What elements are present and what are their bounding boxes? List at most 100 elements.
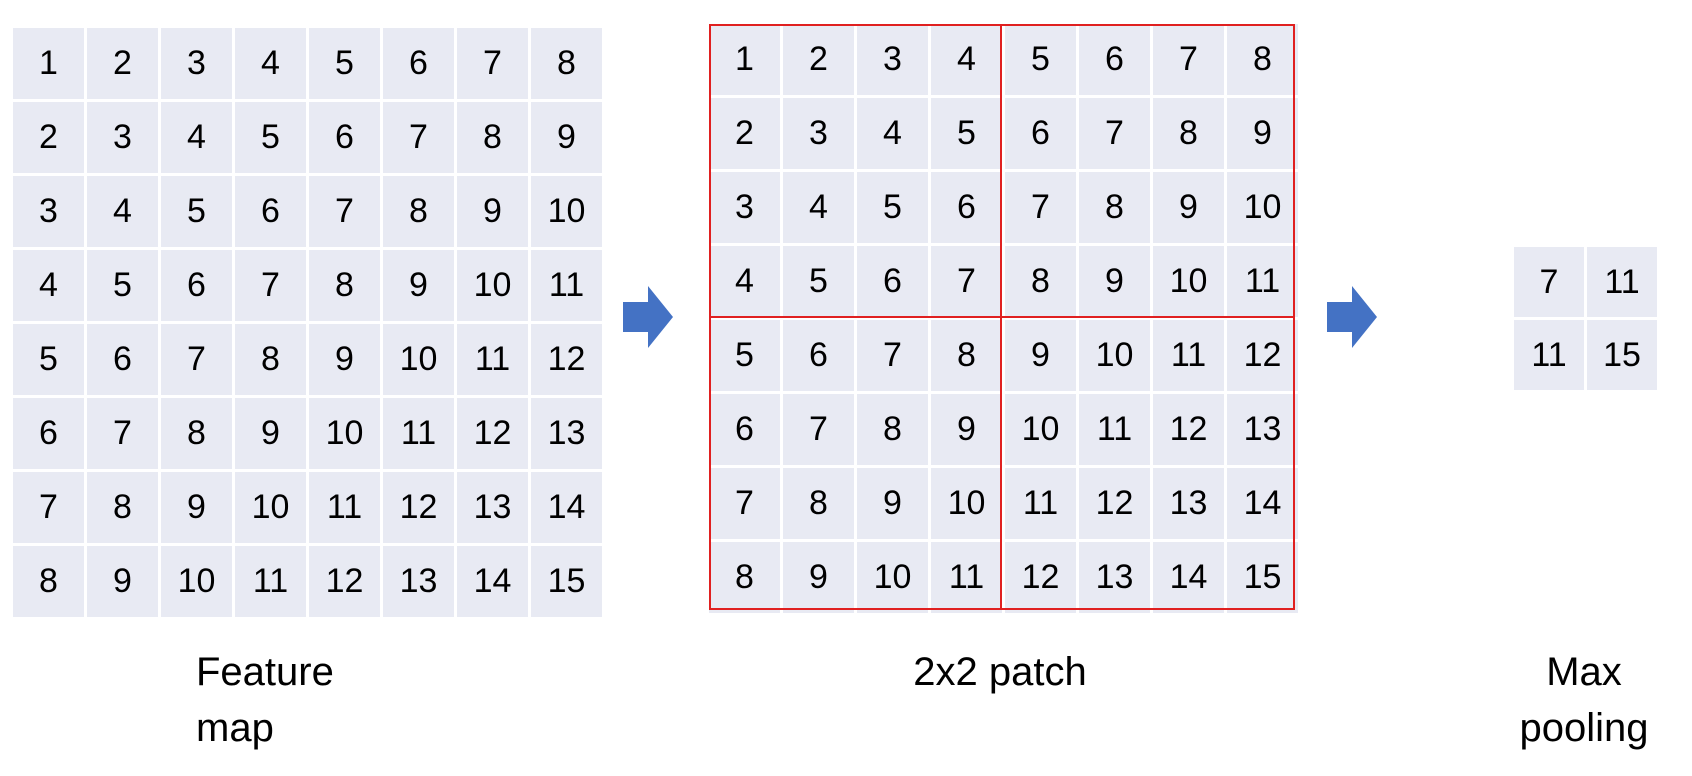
patch-cell: 9 [857,468,928,539]
feature-map-cell: 5 [161,176,232,247]
patch-cell: 7 [1153,24,1224,95]
feature-map-cell: 7 [13,472,84,543]
patch-cell: 3 [857,24,928,95]
feature-map-cell: 12 [309,546,380,617]
feature-map-cell: 7 [309,176,380,247]
patch-cell: 8 [1153,98,1224,169]
patch-cell: 3 [709,172,780,243]
patch-cell: 2 [709,98,780,169]
patch-cell: 12 [1079,468,1150,539]
feature-map-cell: 8 [383,176,454,247]
patch-cell: 8 [931,320,1002,391]
max-pooling-caption: Max pooling [1506,644,1662,756]
feature-map-cell: 2 [87,28,158,99]
feature-map-cell: 10 [235,472,306,543]
patch-cell: 2 [783,24,854,95]
feature-map-cell: 8 [457,102,528,173]
feature-map-cell: 9 [309,324,380,395]
max-pooling-cell: 11 [1587,247,1657,317]
feature-map-cell: 8 [235,324,306,395]
patch-cell: 10 [857,542,928,613]
feature-map-cell: 14 [531,472,602,543]
feature-map-cell: 6 [309,102,380,173]
patch-cell: 6 [1079,24,1150,95]
patch-cell: 10 [1227,172,1298,243]
feature-map-cell: 13 [457,472,528,543]
feature-map-cell: 12 [383,472,454,543]
patch-cell: 5 [783,246,854,317]
patch-cell: 10 [931,468,1002,539]
feature-map-cell: 10 [309,398,380,469]
patch-cell: 8 [1079,172,1150,243]
feature-map-cell: 9 [383,250,454,321]
feature-map-cell: 6 [13,398,84,469]
patch-cell: 8 [709,542,780,613]
patch-cell: 5 [709,320,780,391]
feature-map-cell: 7 [235,250,306,321]
patch-cell: 13 [1153,468,1224,539]
feature-map-cell: 8 [13,546,84,617]
patch-cell: 12 [1227,320,1298,391]
patch-cell: 15 [1227,542,1298,613]
feature-map-cell: 8 [531,28,602,99]
feature-map-cell: 9 [457,176,528,247]
patch-cell: 7 [783,394,854,465]
patch-cell: 6 [709,394,780,465]
feature-map-cell: 4 [87,176,158,247]
feature-map-caption-line2: map [196,706,274,750]
feature-map-cell: 2 [13,102,84,173]
feature-map-cell: 11 [309,472,380,543]
patch-cell: 7 [857,320,928,391]
patch-cell: 4 [783,172,854,243]
patch-cell: 9 [783,542,854,613]
patch-cell: 14 [1227,468,1298,539]
feature-map-cell: 8 [87,472,158,543]
feature-map-cell: 3 [161,28,232,99]
patch-cell: 8 [857,394,928,465]
feature-map-cell: 6 [383,28,454,99]
patch-cell: 4 [931,24,1002,95]
feature-map-cell: 7 [87,398,158,469]
patch-cell: 12 [1005,542,1076,613]
feature-map-cell: 4 [235,28,306,99]
feature-map-cell: 11 [235,546,306,617]
patch-cell: 9 [931,394,1002,465]
patch-cell: 5 [931,98,1002,169]
feature-map-cell: 10 [531,176,602,247]
feature-map-cell: 5 [235,102,306,173]
feature-map-cell: 4 [161,102,232,173]
feature-map-cell: 14 [457,546,528,617]
patch-cell: 7 [1005,172,1076,243]
max-pooling-cell: 15 [1587,320,1657,390]
patch-cell: 6 [1005,98,1076,169]
feature-map-cell: 11 [457,324,528,395]
feature-map-cell: 4 [13,250,84,321]
feature-map-cell: 9 [161,472,232,543]
patch-cell: 4 [709,246,780,317]
feature-map-cell: 10 [383,324,454,395]
feature-map-cell: 11 [531,250,602,321]
patch-cell: 1 [709,24,780,95]
feature-map-cell: 1 [13,28,84,99]
patch-cell: 5 [857,172,928,243]
patch-cell: 5 [1005,24,1076,95]
max-pooling-cell: 7 [1514,247,1584,317]
patch-cell: 12 [1153,394,1224,465]
feature-map-cell: 12 [531,324,602,395]
patch-cell: 7 [709,468,780,539]
max-pooling-caption-line2: pooling [1519,706,1649,750]
max-pooling-caption-line1: Max [1546,650,1622,694]
patch-cell: 6 [857,246,928,317]
patch-cell: 8 [1227,24,1298,95]
patch-cell: 11 [1227,246,1298,317]
patch-cell: 4 [857,98,928,169]
patch-cell: 11 [931,542,1002,613]
patch-cell: 14 [1153,542,1224,613]
feature-map-caption: Feature map [196,644,416,756]
feature-map-cell: 6 [235,176,306,247]
patch-caption: 2x2 patch [913,650,1087,694]
feature-map-cell: 3 [13,176,84,247]
